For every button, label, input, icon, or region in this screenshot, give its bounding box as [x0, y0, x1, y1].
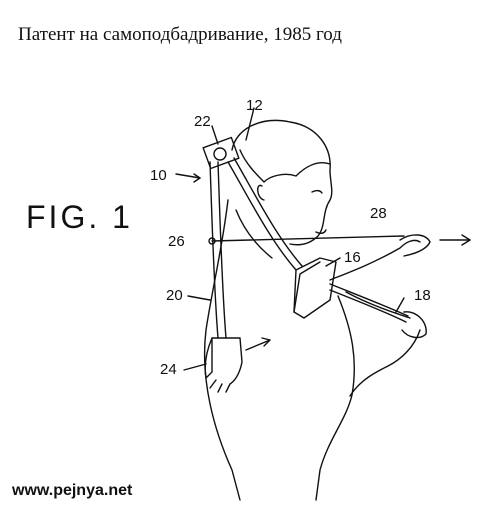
- lower-hand: [401, 311, 427, 339]
- leader-10-head: [193, 173, 201, 183]
- rear-cord: [329, 283, 409, 317]
- body-outline: [203, 199, 241, 501]
- eye-outline: [311, 189, 323, 194]
- vertical-strap: [209, 161, 219, 339]
- pulley-wheel: [213, 147, 227, 161]
- label-10: 10: [150, 167, 167, 184]
- arrow-motion-hand: [245, 339, 271, 351]
- lower-arm: [345, 291, 411, 319]
- patting-hand: [204, 337, 243, 393]
- horizontal-cord: [211, 235, 405, 242]
- leader-16: [325, 257, 341, 267]
- leader-22: [211, 125, 219, 145]
- hair-outline: [239, 149, 331, 183]
- forward-arm: [329, 239, 421, 281]
- leader-20: [187, 295, 211, 301]
- neck-outline: [235, 209, 273, 259]
- leader-18: [395, 297, 405, 313]
- shoulder-block-face: [293, 261, 321, 313]
- site-watermark: www.pejnya.net: [12, 482, 133, 499]
- mouth-outline: [315, 229, 327, 235]
- label-28: 28: [370, 205, 387, 222]
- forward-hand: [399, 234, 431, 257]
- leader-12: [245, 107, 255, 141]
- figure-title: FIG. 1: [26, 199, 133, 235]
- leader-10: [175, 173, 201, 179]
- label-20: 20: [166, 287, 183, 304]
- arrow-pull-head: [461, 234, 471, 246]
- arrow-motion-hand-head: [261, 337, 271, 347]
- head-outline: [231, 119, 333, 246]
- label-26: 26: [168, 233, 185, 250]
- label-18: 18: [414, 287, 431, 304]
- pulley-housing: [202, 136, 240, 170]
- lower-forearm: [349, 329, 421, 397]
- article-caption: Патент на самоподбадривание, 1985 год: [18, 24, 342, 45]
- label-12: 12: [246, 97, 263, 114]
- ear-outline: [257, 184, 265, 201]
- diagonal-cord: [227, 161, 297, 271]
- vertical-strap-inner: [217, 161, 227, 339]
- label-24: 24: [160, 361, 177, 378]
- leader-24: [183, 363, 207, 371]
- label-22: 22: [194, 113, 211, 130]
- rear-cord-inner: [329, 289, 407, 323]
- cord-pivot: [208, 237, 216, 245]
- chest-outline: [315, 295, 356, 501]
- diagonal-cord-inner: [233, 157, 303, 267]
- shoulder-block: [293, 257, 337, 319]
- label-16: 16: [344, 249, 361, 266]
